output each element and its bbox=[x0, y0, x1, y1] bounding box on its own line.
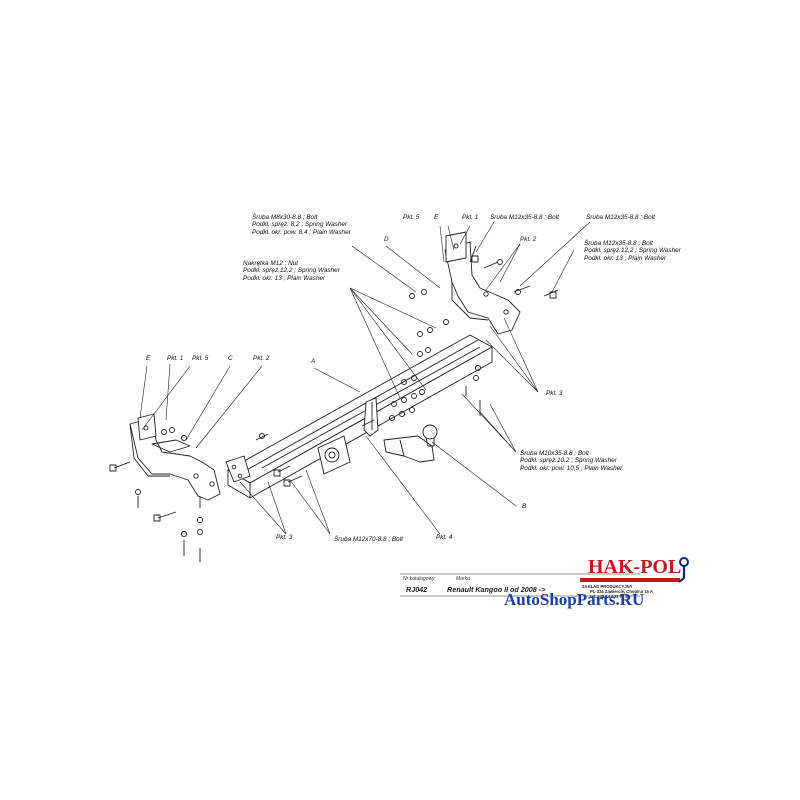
catalog-number: RJ042 bbox=[406, 585, 428, 594]
note-line: Podkł. okr. 13 ; Plain Washer bbox=[243, 274, 326, 282]
label-e-right: E bbox=[434, 214, 439, 221]
label-pkt5-left: Pkt. 5 bbox=[192, 355, 209, 362]
label-a: A bbox=[311, 358, 316, 365]
title-block-frame bbox=[400, 573, 640, 597]
note-line: Podkł. okr. 13 ; Plain Washer bbox=[584, 254, 667, 262]
label-pkt5-right: Pkt. 5 bbox=[403, 214, 420, 221]
leader-lines bbox=[139, 221, 591, 535]
label-pkt3-left: Pkt. 3 bbox=[276, 534, 293, 541]
note-m12-bolt-b: Śruba M12x35-8.8 ; Bolt bbox=[586, 214, 655, 221]
bottom-bolts bbox=[273, 465, 303, 487]
brand-address: PL-334 Zawiercie, Chopina 15 A bbox=[590, 589, 653, 594]
right-hardware bbox=[469, 245, 559, 299]
label-pkt1-left: Pkt. 1 bbox=[167, 355, 184, 362]
tow-hook-icon bbox=[678, 557, 689, 583]
note-m8-bolt: Śruba M8x30-8.8 ; Bolt Podkł. spręż. 8,2… bbox=[252, 214, 351, 236]
brand-tagline: ZAKŁAD PRODUKCYJNY bbox=[582, 584, 633, 589]
label-pkt1-right: Pkt. 1 bbox=[462, 214, 479, 221]
ball-mount-bracket bbox=[363, 397, 379, 437]
label-c: C bbox=[228, 355, 233, 362]
note-line: Śruba M8x30-8.8 ; Bolt bbox=[252, 214, 318, 221]
hak-pol-logo: HAK-POL ZAKŁAD PRODUKCYJNY PL-334 Zawier… bbox=[580, 556, 700, 616]
label-d: D bbox=[384, 236, 389, 243]
tow-ball-hitch bbox=[383, 424, 438, 463]
label-pkt3-right: Pkt. 3 bbox=[546, 390, 563, 397]
vehicle-year: od 2008 -> bbox=[510, 585, 546, 594]
right-bracket bbox=[444, 231, 521, 335]
note-line: Nakrętka M12 ; Nut bbox=[243, 260, 299, 267]
label-e-left: E bbox=[146, 355, 151, 362]
note-m10-bolt: Śruba M10x35-8.8 ; Bolt Podkł. spręż.10,… bbox=[520, 450, 622, 472]
left-bracket bbox=[129, 413, 221, 501]
watermark-text: AutoShopParts.RU bbox=[504, 590, 645, 609]
note-m12-bolt-a: Śruba M12x35-8.8 ; Bolt bbox=[490, 214, 559, 221]
brand-name: HAK-POL bbox=[588, 556, 682, 578]
left-end-plate bbox=[225, 455, 251, 483]
label-pkt2-left: Pkt. 2 bbox=[253, 355, 270, 362]
note-line: Podkł. spręż.10,2 ; Spring Washer bbox=[520, 457, 617, 465]
note-line: Podkł. spręż. 8,2 ; Spring Washer bbox=[252, 221, 348, 229]
note-line: Podkł. spręż.12,2 ; Spring Washer bbox=[243, 267, 340, 275]
note-line: Podkł. spręż.12,2 ; Spring Washer bbox=[584, 247, 681, 255]
label-pkt2-right: Pkt. 2 bbox=[520, 236, 537, 243]
make-header: Marka bbox=[456, 576, 470, 582]
note-line: Śruba M12x35-8.8 ; Bolt bbox=[584, 240, 653, 247]
catalog-number-header: Nr katalogowy bbox=[403, 576, 435, 582]
label-pkt4: Pkt. 4 bbox=[436, 534, 453, 541]
label-b: B bbox=[522, 503, 527, 510]
note-m12x70-bolt: Śruba M12x70-8.8 ; Bolt bbox=[334, 536, 403, 543]
brand-red-bar bbox=[580, 578, 680, 582]
note-m12-bolt-right: Śruba M12x35-8.8 ; Bolt Podkł. spręż.12,… bbox=[584, 240, 681, 262]
socket-plate bbox=[317, 435, 351, 475]
brand-phone: tel. +48 14 633 72 31 bbox=[590, 594, 630, 599]
note-line: Podkł. okr. pow. 10,5 ; Plain Washer bbox=[520, 464, 623, 472]
vehicle-make: Renault Kangoo II bbox=[447, 585, 509, 594]
note-line: Podkł. okr. pow. 8,4 ; Plain Washer bbox=[252, 228, 351, 236]
note-m12-nut: Nakrętka M12 ; Nut Podkł. spręż.12,2 ; S… bbox=[243, 260, 340, 282]
left-hardware bbox=[109, 427, 269, 562]
note-line: Śruba M10x35-8.8 ; Bolt bbox=[520, 450, 589, 457]
